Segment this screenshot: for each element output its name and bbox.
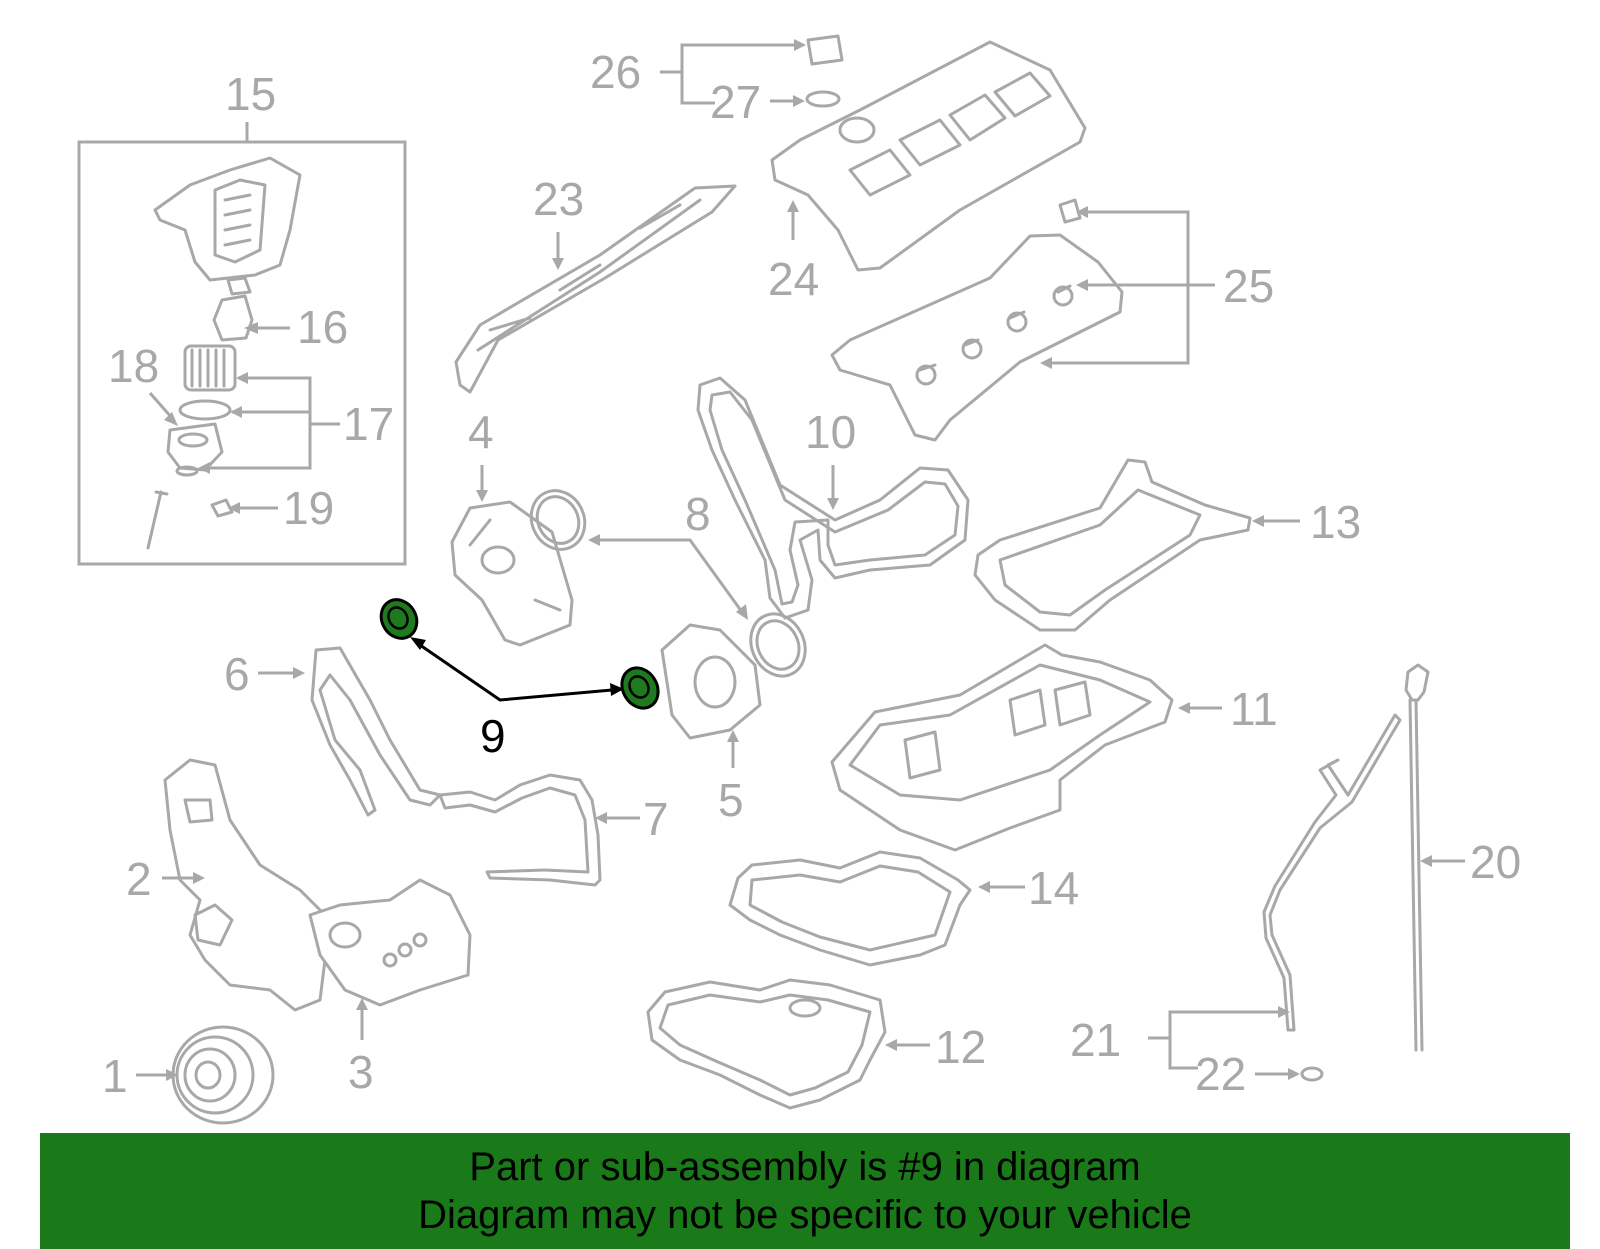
upper-timing-cover — [454, 184, 737, 394]
timing-cover-gasket-right — [438, 773, 602, 887]
callout-22: 22 — [1195, 1048, 1246, 1100]
callout-10: 10 — [805, 406, 856, 458]
callout-21: 21 — [1070, 1014, 1121, 1066]
crankshaft-seal-rear — [620, 666, 660, 710]
callout-1: 1 — [102, 1050, 128, 1102]
callout-25: 25 — [1223, 260, 1274, 312]
small-o-ring — [175, 465, 199, 477]
front-seal-ring — [529, 489, 587, 551]
spark-plug-seal — [1058, 198, 1082, 224]
filler-cap-seal — [805, 90, 841, 108]
oil-filter-housing — [153, 156, 302, 282]
oil-pan-upper — [830, 643, 1174, 852]
callout-26: 26 — [590, 46, 641, 98]
banner-line-2: Diagram may not be specific to your vehi… — [418, 1193, 1192, 1237]
valve-cover — [770, 40, 1087, 272]
filter-bolt — [146, 490, 169, 550]
dipstick-tube — [1262, 713, 1402, 1032]
lower-timing-cover — [163, 758, 332, 1012]
rear-seal-ring — [749, 612, 807, 678]
callout-14: 14 — [1028, 862, 1079, 914]
oil-filter-group-box — [77, 140, 407, 566]
crankshaft-seal-front — [379, 598, 419, 640]
callout-16: 16 — [297, 301, 348, 353]
filter-adapter — [212, 294, 254, 342]
drain-plug-small — [210, 498, 234, 518]
callout-8: 8 — [685, 488, 711, 540]
banner-line-1: Part or sub-assembly is #9 in diagram — [469, 1145, 1141, 1189]
callout-5: 5 — [718, 774, 744, 826]
callout-12: 12 — [935, 1021, 986, 1073]
valve-cover-gasket — [830, 233, 1124, 442]
oil-pan-lower — [646, 978, 887, 1110]
callout-9: 9 — [480, 710, 506, 762]
callout-2: 2 — [126, 853, 152, 905]
callout-20: 20 — [1470, 836, 1521, 888]
timing-belt-cover — [308, 878, 472, 1007]
dipstick-tube-o-ring — [1300, 1066, 1324, 1082]
front-cover — [450, 500, 574, 647]
callout-17: 17 — [343, 398, 394, 450]
callout-27: 27 — [710, 76, 761, 128]
callout-18: 18 — [108, 340, 159, 392]
dipstick — [1404, 663, 1430, 1052]
oil-pan-upper-gasket — [973, 458, 1252, 632]
callout-15: 15 — [225, 68, 276, 120]
callout-6: 6 — [224, 648, 250, 700]
timing-belt — [696, 376, 970, 620]
callout-23: 23 — [533, 173, 584, 225]
oil-filler-cap — [806, 34, 844, 66]
timing-cover-gasket-left — [310, 646, 442, 817]
callout-4: 4 — [468, 406, 494, 458]
callout-11: 11 — [1230, 683, 1278, 735]
filter-o-ring — [178, 399, 232, 421]
oil-pan-lower-gasket — [728, 850, 972, 967]
callout-19: 19 — [283, 482, 334, 534]
callout-3: 3 — [348, 1046, 374, 1098]
callout-24: 24 — [768, 253, 819, 305]
info-banner: Part or sub-assembly is #9 in diagram Di… — [40, 1133, 1570, 1249]
rear-seal-housing — [660, 623, 762, 740]
callout-13: 13 — [1310, 496, 1361, 548]
crankshaft-pulley — [171, 1025, 275, 1125]
callout-7: 7 — [643, 793, 669, 845]
